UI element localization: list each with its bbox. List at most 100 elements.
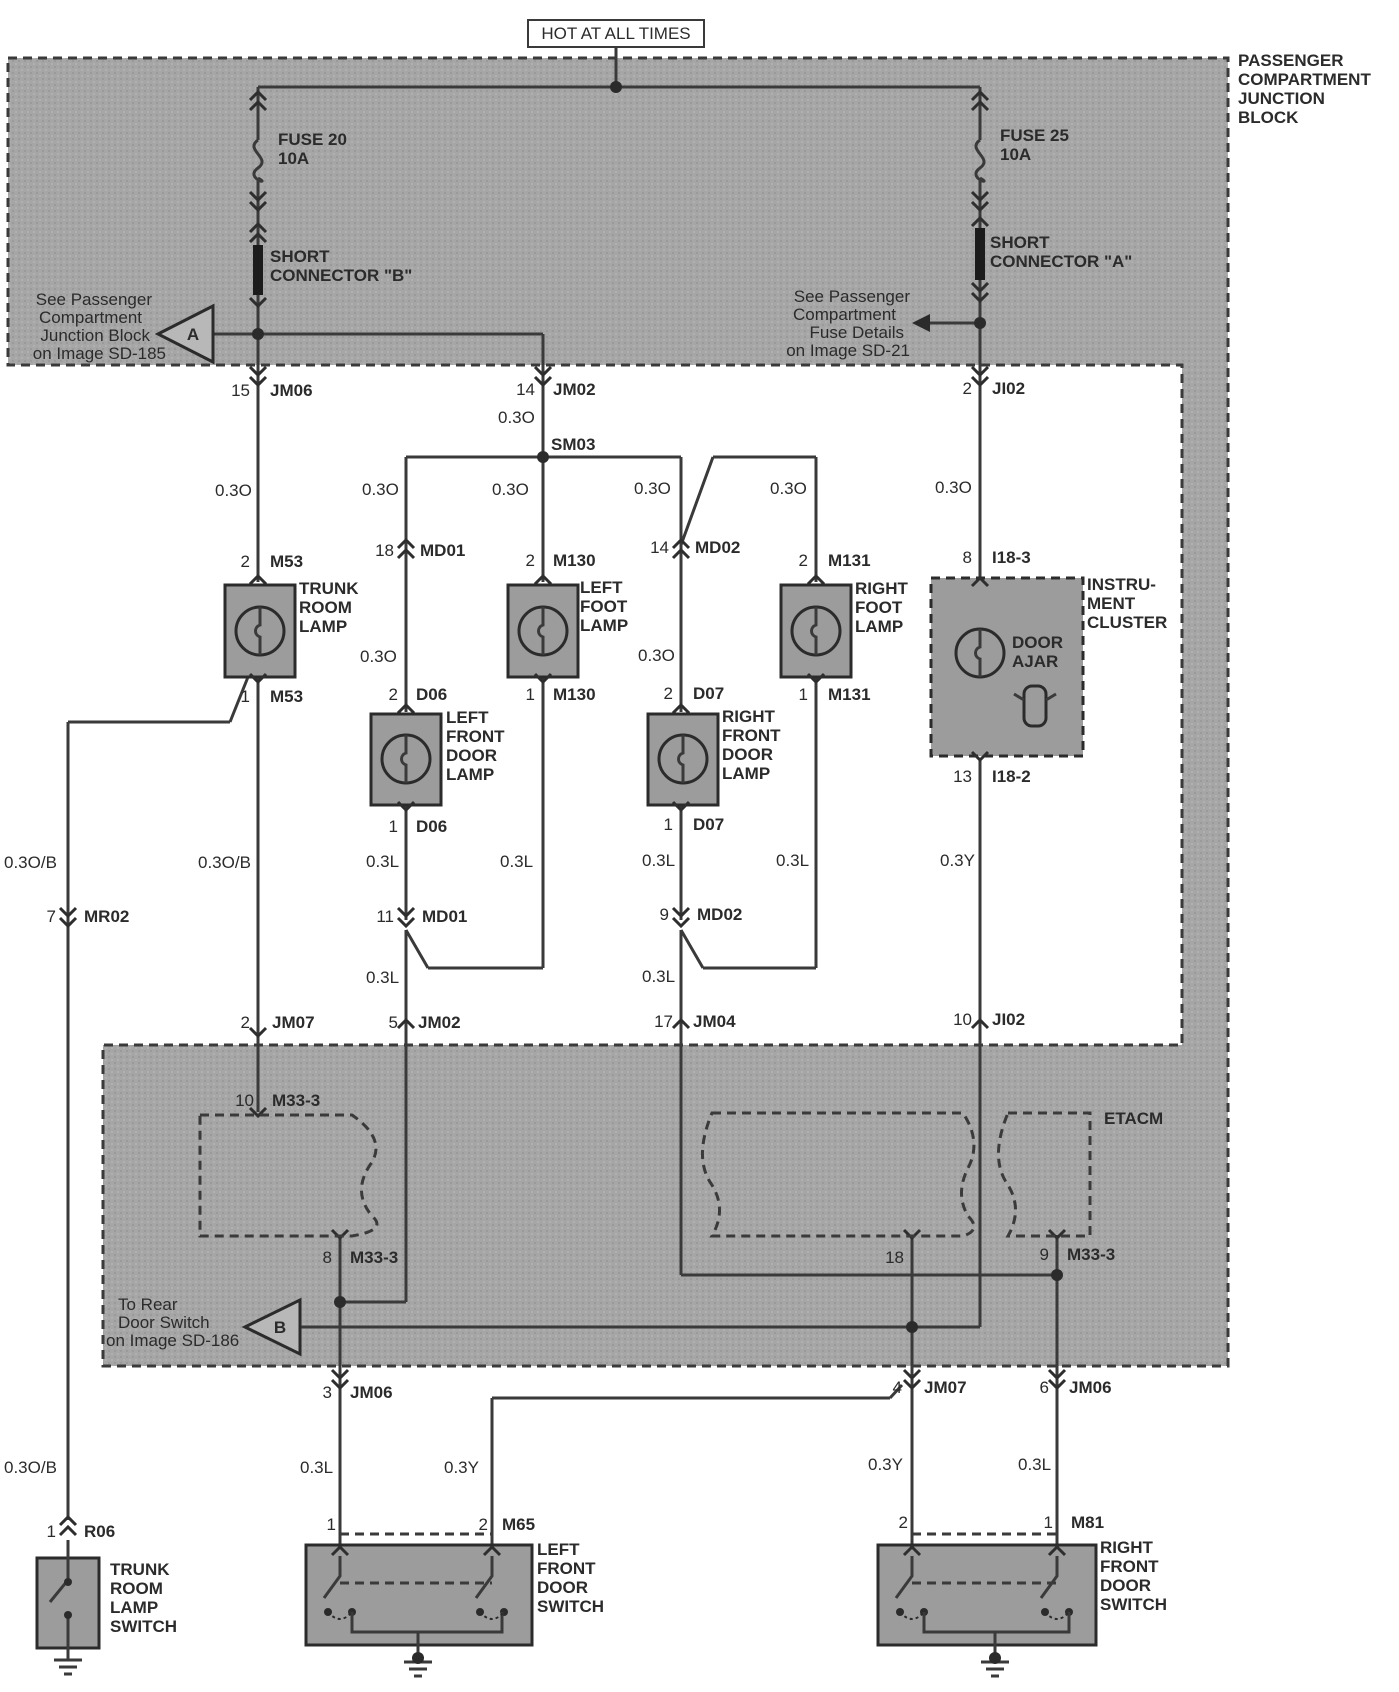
svg-text:1: 1 xyxy=(47,1522,56,1541)
svg-text:FRONT: FRONT xyxy=(446,727,505,746)
svg-text:Door Switch: Door Switch xyxy=(118,1313,210,1332)
svg-text:FOOT: FOOT xyxy=(580,597,628,616)
svg-text:LAMP: LAMP xyxy=(446,765,494,784)
svg-text:Compartment: Compartment xyxy=(793,305,896,324)
svg-text:7: 7 xyxy=(47,907,56,926)
svg-text:M53: M53 xyxy=(270,687,303,706)
svg-text:FRONT: FRONT xyxy=(1100,1557,1159,1576)
svg-text:6: 6 xyxy=(1040,1378,1049,1397)
svg-text:8: 8 xyxy=(963,548,972,567)
svg-text:0.3L: 0.3L xyxy=(300,1458,333,1477)
fuse-20-label: FUSE 20 xyxy=(278,130,347,149)
trunk-room-lamp-label: TRUNK xyxy=(299,579,359,598)
reference-b-text: To Rear Door Switch on Image SD-186 xyxy=(106,1295,239,1350)
svg-text:0.3L: 0.3L xyxy=(642,851,675,870)
svg-text:See Passenger: See Passenger xyxy=(36,290,153,309)
svg-text:D07: D07 xyxy=(693,684,724,703)
svg-text:DOOR: DOOR xyxy=(446,746,497,765)
svg-text:B: B xyxy=(274,1318,286,1337)
short-connector-b-icon xyxy=(248,221,268,309)
svg-text:1: 1 xyxy=(664,815,673,834)
left-foot-lamp xyxy=(506,573,580,685)
svg-text:2: 2 xyxy=(526,551,535,570)
svg-text:SWITCH: SWITCH xyxy=(1100,1595,1167,1614)
svg-text:CONNECTOR "B": CONNECTOR "B" xyxy=(270,266,412,285)
svg-text:0.3O: 0.3O xyxy=(770,479,807,498)
svg-text:5: 5 xyxy=(389,1013,398,1032)
svg-text:M131: M131 xyxy=(828,551,871,570)
door-ajar-label: DOOR xyxy=(1012,633,1063,652)
svg-text:M65: M65 xyxy=(502,1515,535,1534)
svg-text:0.3O: 0.3O xyxy=(498,408,535,427)
svg-text:AJAR: AJAR xyxy=(1012,652,1058,671)
svg-text:FOOT: FOOT xyxy=(855,598,903,617)
svg-text:MR02: MR02 xyxy=(84,907,129,926)
left-front-door-switch-label: LEFT xyxy=(537,1540,580,1559)
reference-a-text: See Passenger Compartment Junction Block… xyxy=(33,290,166,363)
svg-text:10: 10 xyxy=(953,1010,972,1029)
svg-text:See Passenger: See Passenger xyxy=(794,287,911,306)
svg-text:DOOR: DOOR xyxy=(537,1578,588,1597)
svg-text:FRONT: FRONT xyxy=(537,1559,596,1578)
svg-text:1: 1 xyxy=(799,685,808,704)
svg-text:0.3O: 0.3O xyxy=(638,646,675,665)
left-front-door-lamp-label: LEFT xyxy=(446,708,489,727)
svg-text:CLUSTER: CLUSTER xyxy=(1087,613,1167,632)
connector-chevrons xyxy=(58,365,1067,1537)
svg-text:SWITCH: SWITCH xyxy=(110,1617,177,1636)
svg-text:17: 17 xyxy=(654,1012,673,1031)
junction-block-region xyxy=(6,56,1230,1368)
svg-text:14: 14 xyxy=(516,380,535,399)
svg-text:0.3L: 0.3L xyxy=(366,852,399,871)
short-connector-a-icon xyxy=(970,215,990,304)
svg-text:JM04: JM04 xyxy=(693,1012,736,1031)
fuse-details-arrow-icon xyxy=(912,314,930,332)
svg-text:JM07: JM07 xyxy=(924,1378,967,1397)
svg-text:LAMP: LAMP xyxy=(855,617,903,636)
svg-text:4: 4 xyxy=(893,1378,902,1397)
svg-text:13: 13 xyxy=(953,767,972,786)
svg-text:2: 2 xyxy=(664,684,673,703)
svg-text:MENT: MENT xyxy=(1087,594,1136,613)
svg-text:1: 1 xyxy=(1044,1513,1053,1532)
svg-text:0.3O/B: 0.3O/B xyxy=(4,1458,57,1477)
svg-text:on Image SD-186: on Image SD-186 xyxy=(106,1331,239,1350)
svg-text:3: 3 xyxy=(323,1383,332,1402)
wires xyxy=(66,47,1059,1545)
svg-text:0.3O/B: 0.3O/B xyxy=(4,853,57,872)
svg-text:0.3Y: 0.3Y xyxy=(444,1458,479,1477)
svg-text:0.3L: 0.3L xyxy=(500,852,533,871)
svg-text:M53: M53 xyxy=(270,552,303,571)
left-front-door-switch xyxy=(304,1532,534,1647)
svg-text:1: 1 xyxy=(389,817,398,836)
svg-text:2: 2 xyxy=(799,551,808,570)
svg-text:I18-2: I18-2 xyxy=(992,767,1031,786)
svg-text:on Image SD-21: on Image SD-21 xyxy=(786,341,910,360)
svg-text:1: 1 xyxy=(241,687,250,706)
left-front-door-lamp xyxy=(369,702,443,813)
svg-text:JM06: JM06 xyxy=(270,381,313,400)
right-front-door-switch xyxy=(876,1532,1098,1647)
door-ajar-car-icon xyxy=(1013,684,1057,728)
svg-text:JM07: JM07 xyxy=(272,1013,315,1032)
svg-text:To Rear: To Rear xyxy=(118,1295,178,1314)
svg-text:M130: M130 xyxy=(553,685,596,704)
svg-text:15: 15 xyxy=(231,381,250,400)
svg-text:DOOR: DOOR xyxy=(1100,1576,1151,1595)
svg-text:D06: D06 xyxy=(416,817,447,836)
svg-text:2: 2 xyxy=(963,379,972,398)
svg-text:M81: M81 xyxy=(1071,1513,1104,1532)
junction-dots xyxy=(252,81,1063,1333)
svg-text:JUNCTION: JUNCTION xyxy=(1238,89,1325,108)
hot-at-all-times-box: HOT AT ALL TIMES xyxy=(527,19,705,48)
svg-text:CONNECTOR "A": CONNECTOR "A" xyxy=(990,252,1132,271)
hot-label: HOT AT ALL TIMES xyxy=(541,24,690,43)
svg-text:D07: D07 xyxy=(693,815,724,834)
etacm-label: ETACM xyxy=(1104,1109,1163,1128)
svg-text:2: 2 xyxy=(389,685,398,704)
right-foot-lamp xyxy=(779,573,853,685)
svg-text:D06: D06 xyxy=(416,685,447,704)
svg-text:SM03: SM03 xyxy=(551,435,595,454)
reference-a-triangle: A xyxy=(154,303,215,365)
